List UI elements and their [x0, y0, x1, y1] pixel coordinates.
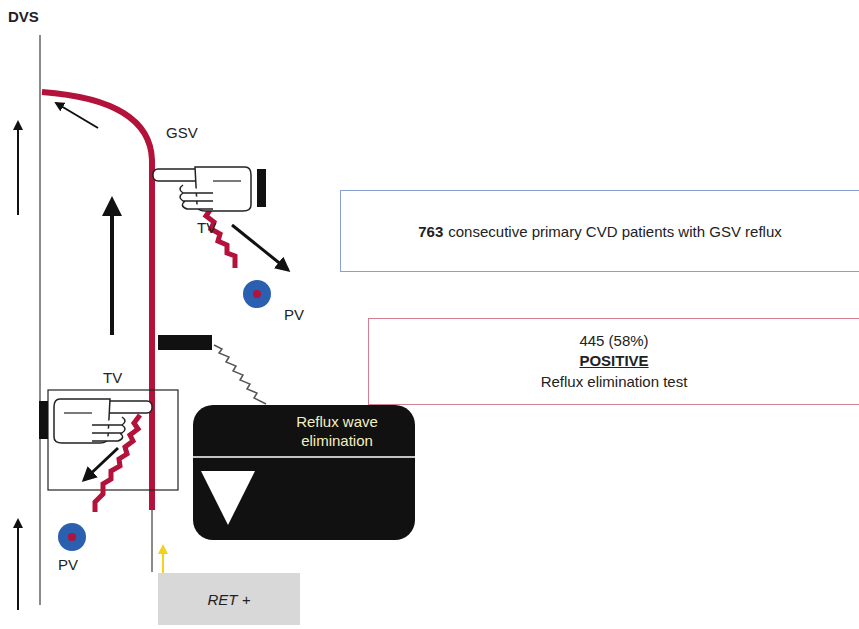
node-text: consecutive primary CVD patients with GS… — [448, 223, 781, 240]
node-text: Reflux elimination test — [541, 372, 688, 392]
node-text: 763 — [418, 223, 443, 240]
result-box: 445 (58%)POSITIVEReflux elimination test — [368, 318, 859, 405]
node-text: POSITIVE — [579, 351, 648, 371]
vessel-label: GSV — [166, 124, 198, 141]
vessel-label: PV — [58, 556, 78, 573]
node-text: RET + — [208, 591, 251, 608]
vessel-label: PV — [284, 306, 304, 323]
doppler-screen: Reflux wave elimination — [193, 405, 415, 540]
patient-box: 763 consecutive primary CVD patients with… — [340, 190, 859, 272]
vessel-label: DVS — [8, 8, 39, 25]
ret-box: RET + — [158, 573, 300, 625]
vessel-label: TV — [103, 369, 122, 386]
node-text: 445 (58%) — [579, 331, 648, 351]
vessel-label: TV — [197, 219, 216, 236]
node-text: Reflux wave elimination — [271, 413, 403, 451]
